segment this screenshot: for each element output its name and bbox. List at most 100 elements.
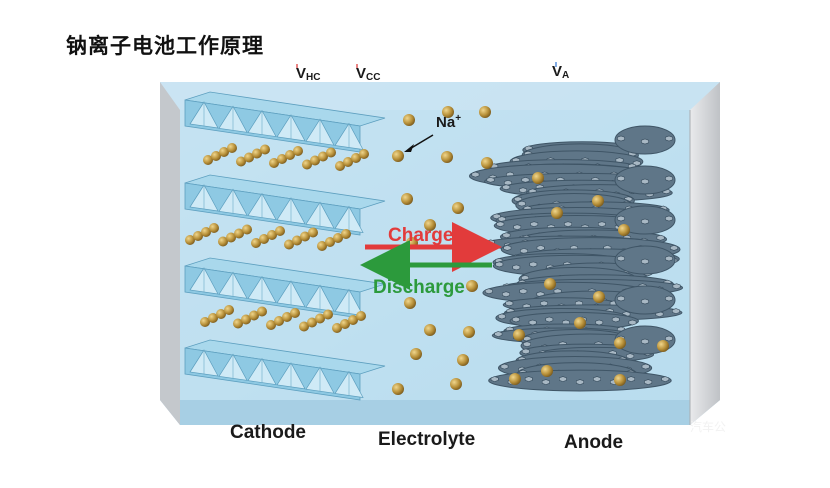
- graphite-hex: [486, 239, 495, 246]
- graphite-hex: [484, 288, 493, 295]
- graphite-hex: [611, 316, 620, 323]
- graphite-hex: [521, 176, 530, 183]
- sodium-ion: [307, 317, 317, 328]
- sodium-ion: [424, 219, 436, 231]
- sodium-ion: [551, 207, 563, 219]
- sodium-ion: [227, 143, 237, 153]
- cathode-layer: [184, 91, 386, 153]
- sodium-ion: [574, 317, 586, 329]
- sodium-ion: [318, 151, 328, 162]
- sodium-ion: [333, 233, 343, 243]
- sodium-ion: [463, 326, 475, 338]
- electrolyte-label: Electrolyte: [378, 429, 476, 450]
- graphite-hex: [490, 376, 499, 382]
- sodium-ion: [341, 229, 351, 239]
- graphite-hex: [536, 245, 545, 251]
- graphite-hex: [500, 363, 509, 370]
- graphite-hex: [503, 245, 512, 251]
- sodium-ion: [200, 317, 210, 327]
- cathode-sodium-ions: [185, 143, 369, 333]
- sodium-ion: [216, 309, 226, 319]
- graphite-hex: [627, 376, 636, 382]
- charge-label: Charge: [388, 225, 453, 246]
- graphite-hex: [502, 184, 511, 191]
- sodium-ion: [392, 150, 404, 162]
- graphite-hex: [513, 224, 522, 231]
- anode-graphite-sheets: [468, 125, 684, 392]
- graphite-hex: [512, 316, 521, 323]
- cathode-label: Cathode: [230, 422, 306, 443]
- sodium-ion: [452, 202, 464, 214]
- graphite-hex: [496, 221, 505, 228]
- sodium-ion: [259, 234, 269, 244]
- sodium-ion: [323, 309, 333, 320]
- graphite-hex: [486, 176, 495, 183]
- graphite-hex: [497, 313, 506, 320]
- watermark: 汽车公: [689, 420, 726, 434]
- sodium-ion: [260, 144, 270, 155]
- sodium-ion: [614, 337, 626, 349]
- sodium-ion: [234, 228, 244, 239]
- sodium-ion: [326, 147, 336, 158]
- sodium-ion: [592, 195, 604, 207]
- sodium-ion: [244, 152, 254, 163]
- sodium-ion: [308, 227, 318, 238]
- ion-charge-sign: +: [455, 113, 462, 124]
- graphite-hex: [528, 319, 537, 326]
- sodium-ion: [332, 323, 342, 333]
- graphite-hex: [529, 261, 538, 268]
- sodium-ion: [269, 158, 279, 168]
- cathode-layer: [184, 174, 386, 236]
- ion-symbol: Na: [436, 114, 456, 131]
- graphite-hex: [626, 353, 635, 360]
- graphite-hex: [564, 221, 573, 228]
- sodium-ion: [614, 374, 626, 386]
- cathode-layer: [184, 257, 386, 319]
- anode-label: Anode: [564, 432, 624, 453]
- v-cc-label: VCC: [356, 65, 380, 83]
- sodium-ion: [226, 232, 236, 243]
- v-a-label: VA: [552, 63, 569, 81]
- sodium-ion: [513, 329, 525, 341]
- graphite-hex: [519, 187, 527, 194]
- sodium-ion: [203, 155, 213, 165]
- graphite-hex: [617, 215, 625, 222]
- graphite-hex: [540, 300, 549, 307]
- sodium-ion: [325, 237, 335, 247]
- sodium-ion: [292, 235, 302, 246]
- graphite-sheet: [614, 165, 676, 195]
- sodium-ion: [300, 231, 310, 242]
- graphite-hex: [641, 363, 650, 370]
- sodium-ion: [392, 383, 404, 395]
- graphite-hex: [670, 245, 678, 251]
- sodium-ion: [481, 157, 493, 169]
- graphite-hex: [665, 135, 673, 142]
- sodium-ion: [257, 306, 267, 317]
- graphite-hex: [641, 218, 649, 225]
- sodium-ion: [401, 193, 413, 205]
- graphite-hex: [665, 295, 673, 302]
- sodium-ion: [343, 157, 353, 167]
- sodium-ion: [284, 239, 294, 250]
- graphite-hex: [665, 255, 673, 262]
- graphite-hex: [575, 379, 584, 385]
- sodium-ion: [241, 314, 251, 325]
- cell-top-face: [160, 82, 720, 110]
- sodium-ion: [441, 151, 453, 163]
- discharge-label: Discharge: [373, 277, 465, 298]
- graphite-hex: [672, 283, 681, 290]
- ion-pointer-head: [404, 144, 414, 152]
- graphite-sheet: [614, 285, 676, 315]
- sodium-ion: [290, 308, 300, 318]
- sodium-ion: [450, 378, 462, 390]
- graphite-hex: [628, 319, 637, 326]
- sodium-ion: [302, 159, 312, 170]
- graphite-hex: [641, 298, 649, 305]
- sodium-ion: [618, 224, 630, 236]
- graphite-hex: [541, 379, 550, 385]
- graphite-hex: [494, 331, 503, 337]
- v-cc-sub: CC: [366, 72, 381, 83]
- graphite-sheet: [488, 369, 672, 392]
- graphite-hex: [617, 295, 625, 302]
- graphite-hex: [665, 335, 673, 342]
